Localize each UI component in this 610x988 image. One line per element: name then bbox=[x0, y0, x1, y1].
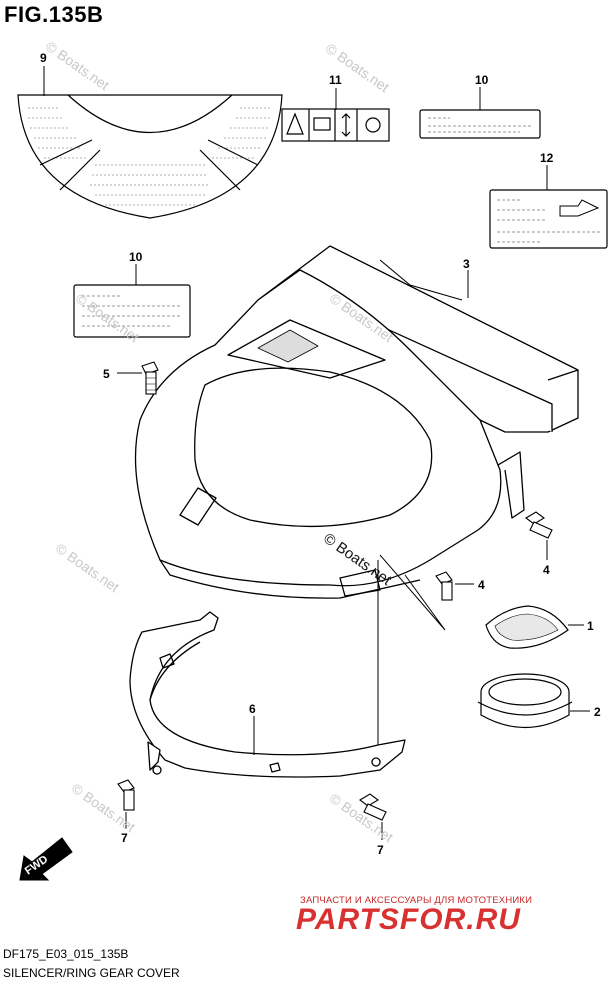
part-8-label-decal bbox=[17, 94, 283, 219]
part-10-label bbox=[73, 284, 191, 338]
callout-3: 3 bbox=[463, 257, 470, 271]
part-4-bolt-center bbox=[435, 571, 453, 601]
callout-4b: 4 bbox=[478, 578, 485, 592]
part-6-ring-gear-cover bbox=[129, 611, 406, 778]
figure-code: DF175_E03_015_135B bbox=[3, 947, 129, 961]
callout-6: 6 bbox=[249, 702, 256, 716]
figure-caption: SILENCER/RING GEAR COVER bbox=[3, 966, 180, 980]
callout-7b: 7 bbox=[377, 843, 384, 857]
part-4-bolt-right bbox=[525, 511, 553, 539]
part-3-silencer-cover bbox=[134, 245, 579, 599]
part-12-oil-label bbox=[489, 189, 608, 249]
part-2-ring bbox=[477, 673, 573, 729]
callout-10: 10 bbox=[129, 250, 143, 264]
callout-8: 9 bbox=[40, 51, 47, 65]
callout-7a: 7 bbox=[121, 831, 128, 845]
callout-11: 11 bbox=[329, 73, 342, 87]
fwd-arrow-icon bbox=[19, 837, 73, 881]
callout-9: 10 bbox=[475, 73, 489, 87]
part-5-bolt bbox=[141, 361, 159, 395]
part-9-label bbox=[419, 109, 541, 139]
figure-title: FIG.135B bbox=[4, 2, 104, 27]
part-7-bolt-right bbox=[359, 793, 387, 821]
shop-tagline: ЗАПЧАСТИ И АКСЕССУАРЫ ДЛЯ МОТОТЕХНИКИ bbox=[300, 895, 533, 906]
callout-4a: 4 bbox=[543, 563, 550, 577]
part-7-bolt-left bbox=[117, 779, 135, 811]
callout-12: 12 bbox=[540, 151, 554, 165]
part-1-cap bbox=[485, 605, 569, 649]
callout-5: 5 bbox=[103, 367, 110, 381]
callout-1: 1 bbox=[587, 619, 594, 633]
callout-2: 2 bbox=[594, 705, 601, 719]
shop-brand: PARTSFOR.RU bbox=[296, 903, 521, 936]
part-11-warning-label bbox=[281, 108, 390, 142]
